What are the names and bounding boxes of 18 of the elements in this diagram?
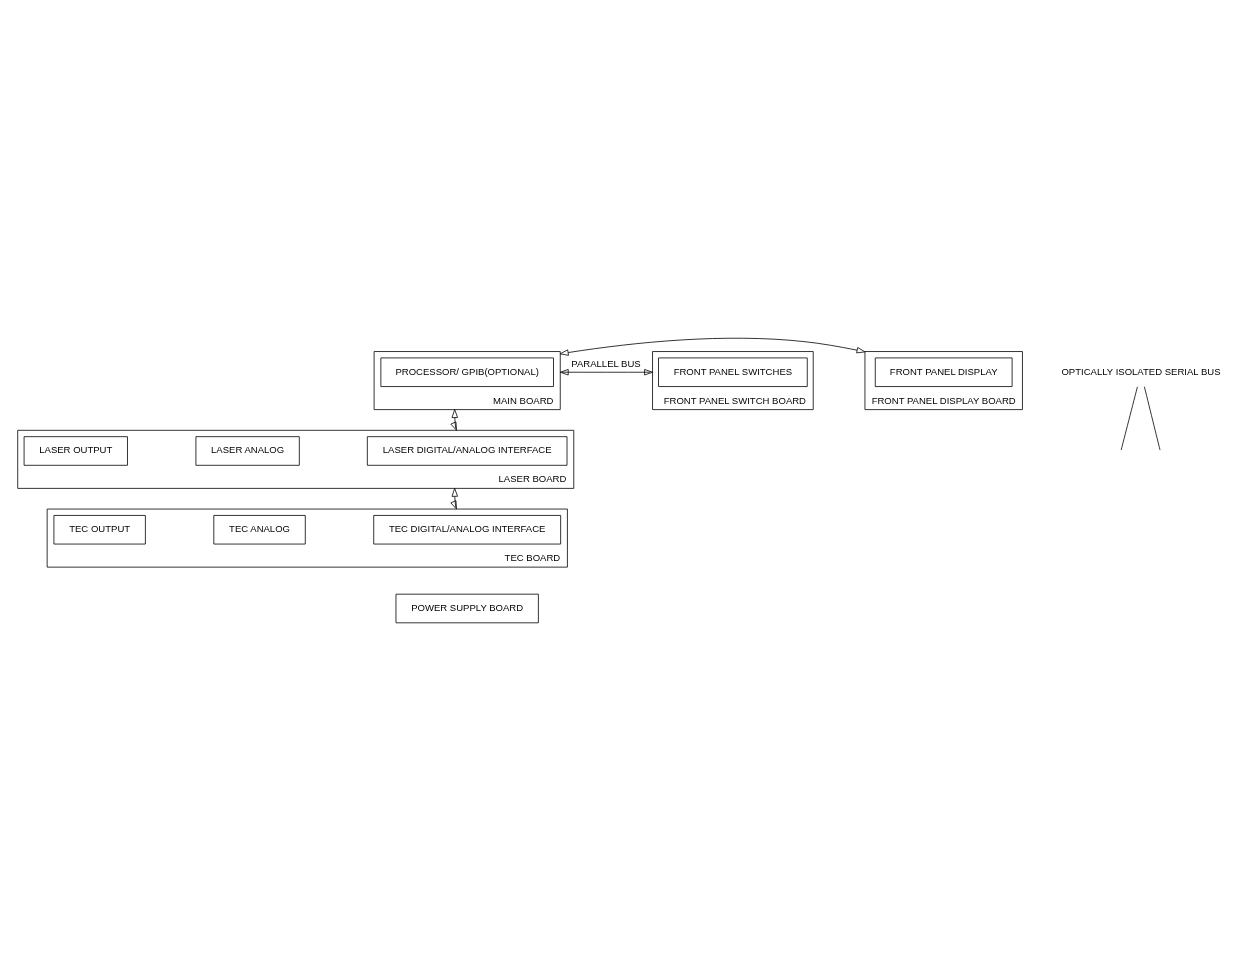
node-box: FRONT PANEL DISPLAY: [874, 357, 1013, 387]
arrow: [559, 368, 653, 375]
node-box: FRONT PANEL SWITCHES: [658, 357, 808, 387]
node-box: LASER ANALOG: [195, 435, 300, 466]
arrow: [559, 337, 866, 356]
arrow: [450, 487, 458, 509]
edge-label: PARALLEL BUS: [571, 357, 641, 369]
node-text: OPTICALLY ISOLATED SERIAL BUS: [1061, 365, 1221, 377]
node-box: LASER DIGITAL/ANALOG INTERFACE: [366, 435, 568, 466]
node-box: TEC DIGITAL/ANALOG INTERFACE: [373, 514, 562, 544]
connector: [1120, 385, 1138, 450]
node-box: TEC OUTPUT: [53, 514, 146, 544]
node-box: PROCESSOR/ GPIB(OPTIONAL): [380, 357, 554, 387]
node-box: LASER OUTPUT: [23, 435, 128, 466]
node-box: POWER SUPPLY BOARD: [395, 593, 539, 623]
arrow: [450, 408, 458, 431]
connector: [1144, 385, 1161, 450]
node-box: TEC ANALOG: [213, 514, 306, 544]
